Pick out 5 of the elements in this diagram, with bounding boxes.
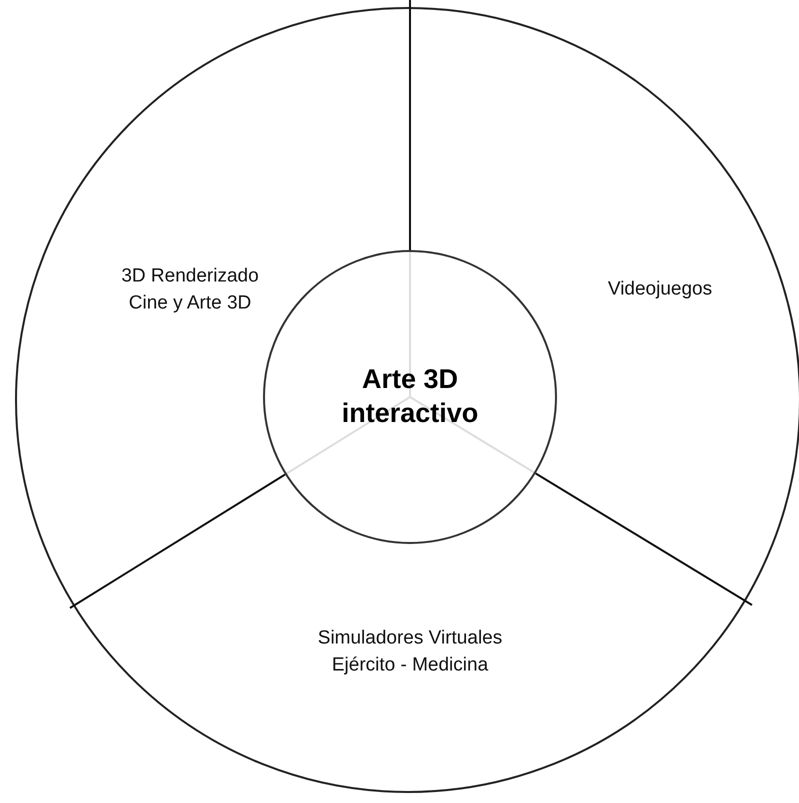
sector-label: Videojuegos — [575, 276, 745, 304]
sector-label: 3D Renderizado Cine y Arte 3D — [105, 263, 275, 317]
sector-label: Simuladores Virtuales Ejército - Medicina — [295, 625, 525, 679]
center-circle — [263, 250, 557, 544]
center-title: Arte 3D interactivo — [340, 363, 480, 430]
